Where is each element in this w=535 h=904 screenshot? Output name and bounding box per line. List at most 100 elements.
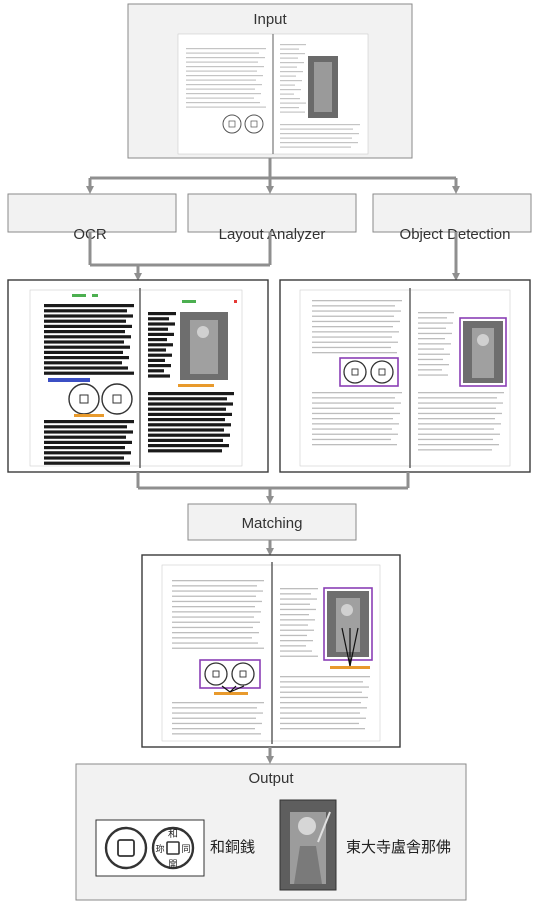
text-line	[44, 420, 134, 424]
text-line	[280, 707, 367, 709]
text-line	[280, 696, 368, 699]
text-line	[280, 655, 318, 657]
text-line	[186, 93, 261, 95]
match-coin-right	[231, 662, 255, 686]
text-line	[44, 361, 122, 365]
text-line	[148, 312, 176, 316]
text-line	[280, 80, 302, 82]
text-line	[418, 407, 496, 409]
text-line	[148, 317, 169, 321]
text-line	[280, 608, 316, 611]
text-line	[418, 322, 453, 324]
text-line	[44, 356, 129, 360]
detection-stage: Object Detection	[372, 193, 532, 243]
text-line	[280, 691, 362, 693]
text-line	[418, 343, 451, 345]
coin-thumb-left	[222, 114, 242, 134]
text-line	[172, 733, 261, 735]
text-line	[148, 332, 174, 336]
input-stage: Input	[127, 3, 413, 159]
text-line	[186, 75, 263, 77]
matching-result-panel	[141, 554, 401, 748]
text-line	[312, 397, 395, 399]
text-line	[148, 428, 224, 432]
text-line	[312, 444, 397, 446]
text-line	[280, 44, 306, 46]
text-line	[44, 456, 124, 460]
matching-lines-left	[172, 580, 264, 735]
text-line	[418, 327, 446, 329]
text-line	[312, 336, 392, 338]
text-line	[312, 428, 392, 430]
text-line	[44, 461, 130, 465]
text-line	[280, 107, 299, 109]
text-line	[280, 624, 308, 626]
text-line	[312, 407, 394, 409]
section-highlight	[48, 378, 90, 382]
text-line	[312, 320, 400, 323]
text-line	[172, 580, 264, 582]
text-line	[418, 358, 443, 361]
text-line	[148, 397, 227, 401]
text-line	[418, 423, 501, 425]
text-line	[148, 364, 171, 368]
text-line	[186, 106, 266, 108]
input-text-lines-left	[186, 48, 266, 108]
match-caption-left	[214, 692, 248, 695]
detection-box	[372, 193, 532, 233]
text-line	[280, 717, 366, 719]
text-line	[280, 142, 358, 144]
text-line	[44, 440, 132, 444]
text-line	[44, 446, 125, 450]
text-line	[148, 418, 225, 422]
text-line	[280, 593, 311, 595]
text-line	[280, 89, 301, 91]
text-line	[280, 62, 304, 64]
text-line	[148, 369, 164, 373]
output-buddha-image	[279, 799, 337, 891]
text-line	[280, 619, 315, 621]
text-line	[186, 97, 254, 99]
text-line	[280, 93, 294, 95]
text-line	[44, 324, 132, 328]
text-line	[44, 304, 134, 308]
text-line	[280, 629, 314, 631]
text-line	[280, 137, 352, 139]
text-line	[418, 412, 502, 415]
text-line	[418, 449, 492, 451]
text-line	[418, 438, 493, 441]
text-line	[44, 314, 133, 318]
coin-plain	[104, 826, 148, 870]
text-line	[172, 611, 261, 613]
text-line	[148, 348, 166, 352]
text-line	[172, 626, 253, 629]
text-line	[280, 676, 370, 678]
text-line	[186, 52, 259, 54]
text-line	[172, 585, 257, 587]
text-line	[280, 681, 363, 683]
layout-stage: Layout Analyzer	[187, 193, 357, 243]
ocr-box	[7, 193, 177, 233]
ocr-layout-merge-arrows	[88, 232, 458, 275]
text-line	[148, 322, 175, 326]
text-line	[44, 371, 134, 375]
text-line	[280, 702, 361, 704]
text-line	[280, 588, 318, 590]
text-line	[418, 397, 497, 399]
text-line	[280, 128, 353, 130]
input-text-lines-right	[280, 44, 360, 148]
text-line	[186, 70, 257, 72]
text-line	[172, 647, 264, 649]
input-branch-arrows	[88, 158, 458, 188]
text-line	[172, 717, 256, 719]
text-line	[148, 327, 168, 331]
layout-box	[187, 193, 357, 233]
text-line	[148, 374, 170, 378]
ocr-coin-left	[68, 383, 100, 415]
caption-highlight-left	[74, 414, 104, 417]
text-line	[280, 598, 317, 600]
text-line	[148, 433, 230, 437]
text-line	[148, 449, 222, 453]
text-line	[312, 341, 398, 343]
